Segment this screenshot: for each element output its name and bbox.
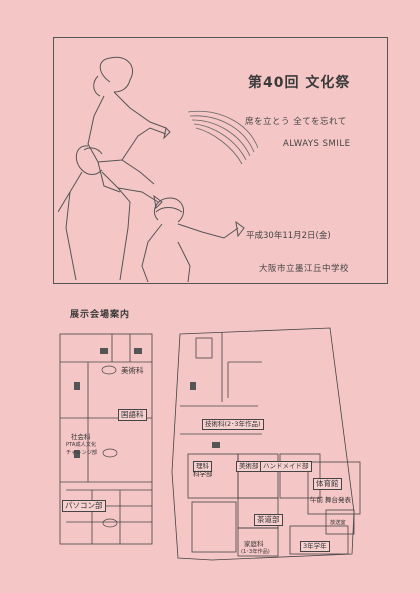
slogan: 席を立とう 全てを忘れて [245, 117, 347, 127]
map-label-third-year: 3年学年 [300, 541, 330, 552]
slogan-english: ALWAYS SMILE [283, 139, 351, 149]
map-label-home-1: 家庭科 [244, 540, 264, 548]
map-label-broadcast: 放送室 [330, 520, 346, 526]
map-label-tech: 技術科(2･3年作品) [202, 419, 264, 430]
map-label-pc-club: パソコン部 [62, 500, 106, 512]
map-label-pta-2: チャレンジ部 [66, 450, 98, 456]
festival-title: 第40回 文化祭 [248, 75, 351, 91]
map-label-art: 美術科 [121, 366, 144, 375]
map-label-tea-club: 茶道部 [254, 514, 283, 526]
map-label-stage-2: 舞台発表 [325, 496, 351, 504]
map-label-home-2: (1･3年作品) [241, 549, 270, 555]
students-illustration [58, 56, 258, 282]
map-label-science-1: 理科 [193, 461, 212, 472]
map-label-gym: 体育館 [313, 478, 342, 490]
map-label-handmade-club: ハンドメイド部 [260, 461, 312, 472]
map-label-japanese: 国語科 [118, 409, 147, 421]
header-frame [53, 37, 388, 284]
map-label-science-2: 科学部 [193, 470, 213, 478]
map-label-stage-1: 午前 [310, 496, 323, 504]
map-label-art-club: 美術部 [236, 461, 262, 472]
school-name: 大阪市立墨江丘中学校 [259, 264, 350, 274]
map-heading: 展示会場案内 [70, 310, 131, 320]
event-date: 平成30年11月2日(金) [246, 231, 331, 241]
map-label-social: 社会科 [71, 433, 91, 441]
floor-map [59, 327, 361, 561]
map-label-pta-1: PTA成人文化 [66, 442, 97, 448]
